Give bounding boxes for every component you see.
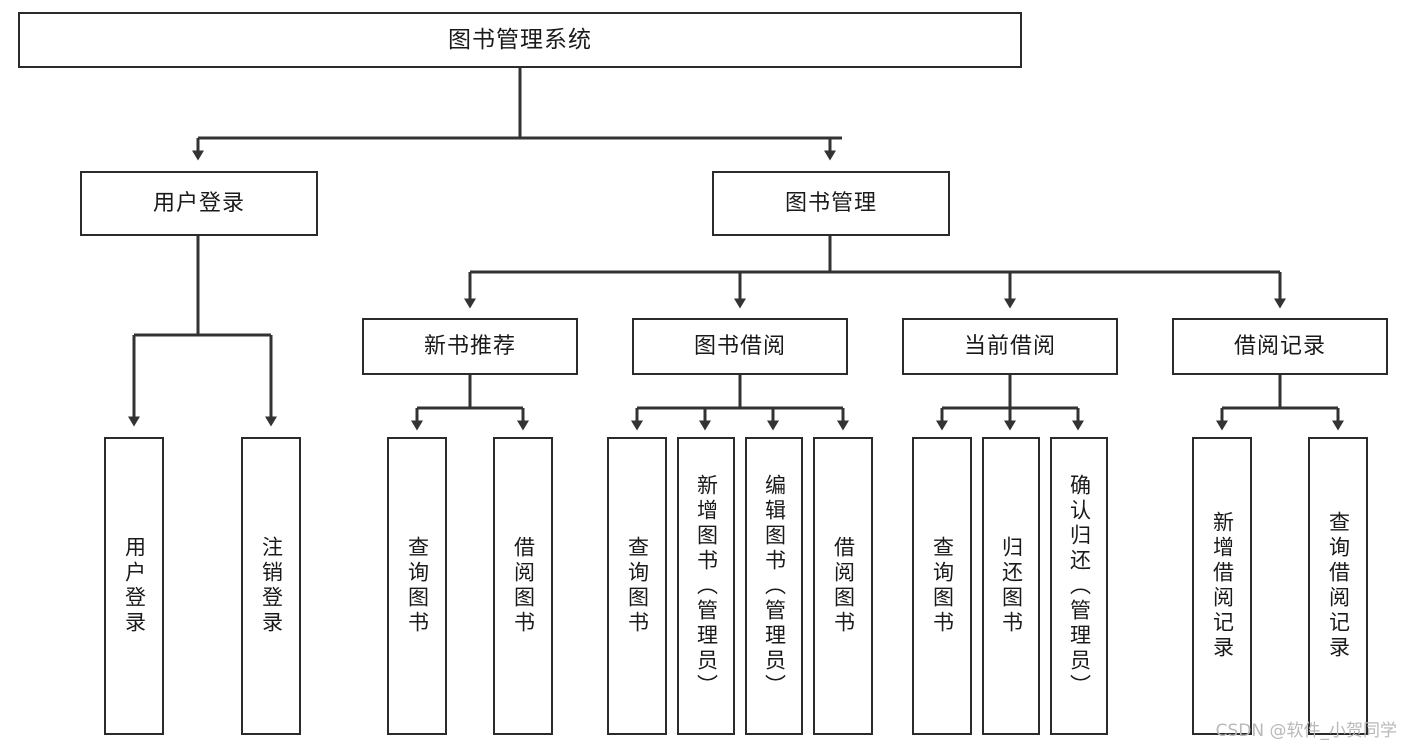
node-current-borrow[interactable]: 当前借阅 — [902, 318, 1118, 375]
node-label: 借阅图书 — [511, 536, 536, 636]
node-book-borrow[interactable]: 图书借阅 — [632, 318, 848, 375]
leaf-user-login-logout[interactable]: 注销登录 — [241, 437, 301, 735]
node-label: 查询图书 — [625, 536, 650, 636]
node-new-book-recommend[interactable]: 新书推荐 — [362, 318, 578, 375]
node-label: 查询图书 — [930, 536, 955, 636]
leaf-user-login-login[interactable]: 用户登录 — [104, 437, 164, 735]
leaf-book-borrow-query-book[interactable]: 查询图书 — [607, 437, 667, 735]
node-label: 借阅图书 — [831, 536, 856, 636]
node-user-login[interactable]: 用户登录 — [80, 171, 318, 236]
node-label: 图书管理 — [784, 190, 877, 216]
node-label: 图书借阅 — [693, 333, 786, 359]
node-label: 注销登录 — [259, 536, 284, 636]
node-label: 查询借阅记录 — [1326, 511, 1351, 661]
leaf-borrow-record-query-record[interactable]: 查询借阅记录 — [1308, 437, 1368, 735]
node-borrow-record[interactable]: 借阅记录 — [1172, 318, 1388, 375]
leaf-book-borrow-edit-book-admin[interactable]: 编辑图书（管理员） — [745, 437, 803, 735]
node-label: 借阅记录 — [1233, 333, 1326, 359]
node-label: 图书管理系统 — [448, 26, 592, 53]
node-book-management[interactable]: 图书管理 — [712, 171, 950, 236]
leaf-current-borrow-return-book[interactable]: 归还图书 — [982, 437, 1040, 735]
leaf-current-borrow-query-book[interactable]: 查询图书 — [912, 437, 972, 735]
csdn-watermark: CSDN @软件_小贺同学 — [1215, 721, 1397, 741]
node-label: 新书推荐 — [423, 333, 516, 359]
leaf-borrow-record-add-record[interactable]: 新增借阅记录 — [1192, 437, 1252, 735]
leaf-book-borrow-add-book-admin[interactable]: 新增图书（管理员） — [677, 437, 735, 735]
node-label: 当前借阅 — [963, 333, 1056, 359]
node-label: 新增图书（管理员） — [694, 473, 719, 699]
node-root-book-management-system[interactable]: 图书管理系统 — [18, 12, 1022, 68]
leaf-book-borrow-borrow-book[interactable]: 借阅图书 — [813, 437, 873, 735]
node-label: 编辑图书（管理员） — [762, 473, 787, 699]
leaf-current-borrow-confirm-return-admin[interactable]: 确认归还（管理员） — [1050, 437, 1108, 735]
node-label: 用户登录 — [122, 536, 147, 636]
node-label: 新增借阅记录 — [1210, 511, 1235, 661]
node-label: 用户登录 — [152, 190, 245, 216]
node-label: 归还图书 — [999, 536, 1024, 636]
leaf-new-book-borrow-book[interactable]: 借阅图书 — [493, 437, 553, 735]
node-label: 确认归还（管理员） — [1067, 473, 1092, 699]
node-label: 查询图书 — [405, 536, 430, 636]
leaf-new-book-query-book[interactable]: 查询图书 — [387, 437, 447, 735]
